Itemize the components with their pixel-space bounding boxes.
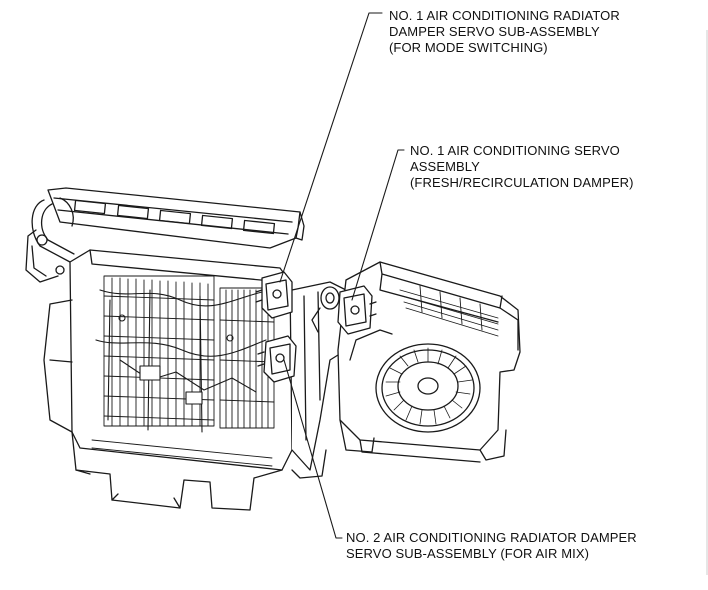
round-connector xyxy=(311,286,340,333)
left-coolant-pipes xyxy=(25,197,75,283)
callout-line: (FRESH/RECIRCULATION DAMPER) xyxy=(410,175,634,190)
wire-harness xyxy=(95,289,267,433)
leader-line-fresh-recirculation xyxy=(351,149,405,301)
servo-air-mix xyxy=(257,335,297,383)
lower-pan xyxy=(71,431,283,511)
callout-line: DAMPER SERVO SUB-ASSEMBLY xyxy=(389,24,600,39)
leader-line-air-mix xyxy=(283,359,343,539)
page-edge-divider xyxy=(706,30,708,575)
callout-line: SERVO SUB-ASSEMBLY (FOR AIR MIX) xyxy=(346,546,590,561)
callout-line: NO. 2 AIR CONDITIONING RADIATOR DAMPER xyxy=(346,530,637,545)
callout-line: NO. 1 AIR CONDITIONING SERVO xyxy=(410,143,620,158)
callout-fresh-recirculation-servo: NO. 1 AIR CONDITIONING SERVO ASSEMBLY (F… xyxy=(410,143,634,191)
callout-line: ASSEMBLY xyxy=(410,159,480,174)
servo-fresh-recirculation xyxy=(337,285,377,335)
leader-line-mode-switching xyxy=(279,12,383,283)
callout-line: (FOR MODE SWITCHING) xyxy=(389,40,548,55)
callout-air-mix-servo: NO. 2 AIR CONDITIONING RADIATOR DAMPER S… xyxy=(346,530,637,562)
center-duct xyxy=(291,281,347,479)
top-duct-header xyxy=(47,187,305,249)
leader-lines xyxy=(279,12,405,539)
servo-mode-switching xyxy=(255,271,293,319)
callout-mode-switching-servo: NO. 1 AIR CONDITIONING RADIATOR DAMPER S… xyxy=(389,8,620,56)
blower-scroll xyxy=(339,329,507,463)
blower-wheel xyxy=(375,343,481,433)
callout-line: NO. 1 AIR CONDITIONING RADIATOR xyxy=(389,8,620,23)
